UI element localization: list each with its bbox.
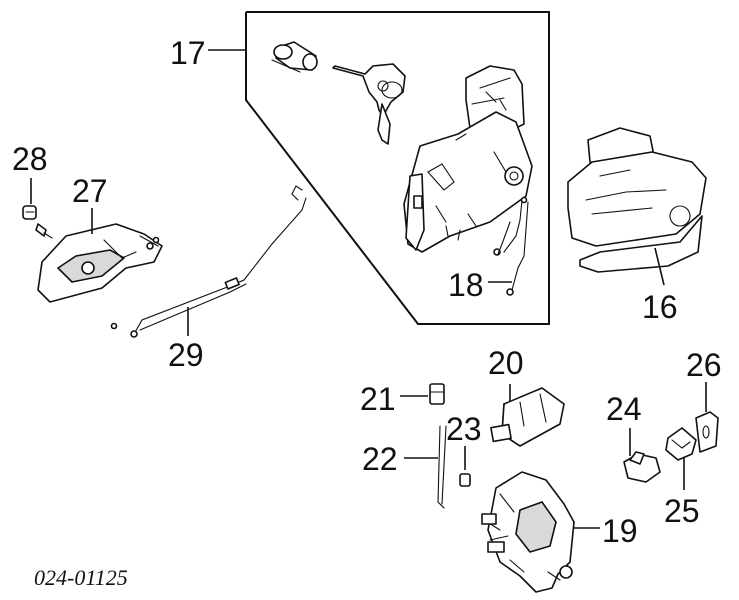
callout-24: 24 bbox=[606, 391, 642, 427]
bracket-26-part bbox=[695, 382, 719, 453]
outside-handle-bracket-part bbox=[403, 65, 533, 253]
bracket-24-part bbox=[623, 428, 661, 483]
callout-20: 20 bbox=[488, 345, 524, 381]
clip-screw-28-part bbox=[22, 178, 53, 239]
actuator-20-part bbox=[490, 384, 565, 447]
callout-26: 26 bbox=[686, 347, 722, 383]
rod-22-part bbox=[404, 425, 447, 509]
inset-frame-17 bbox=[208, 11, 550, 325]
callout-27: 27 bbox=[72, 173, 108, 209]
clip-21-part bbox=[400, 383, 445, 405]
clip-23-part bbox=[459, 446, 471, 487]
callout-16: 16 bbox=[642, 289, 678, 325]
callout-23: 23 bbox=[446, 411, 482, 447]
callout-21: 21 bbox=[360, 381, 396, 417]
key-part bbox=[332, 63, 406, 145]
inside-handle-rod-29-part bbox=[110, 185, 307, 338]
control-rods-18-part bbox=[488, 196, 529, 296]
callout-18: 18 bbox=[448, 267, 484, 303]
bracket-25-part bbox=[665, 427, 697, 490]
callout-25: 25 bbox=[664, 493, 700, 529]
callout-28: 28 bbox=[12, 141, 48, 177]
inside-door-handle-part bbox=[37, 208, 163, 303]
diagram-part-number: 024-01125 bbox=[34, 565, 128, 590]
callout-17: 17 bbox=[170, 35, 206, 71]
door-latch-19-part bbox=[481, 471, 600, 593]
callout-19: 19 bbox=[602, 513, 638, 549]
lock-cylinder-part bbox=[271, 41, 318, 73]
callout-22: 22 bbox=[362, 441, 398, 477]
outside-door-handle-part bbox=[567, 127, 707, 286]
callout-29: 29 bbox=[168, 337, 204, 373]
